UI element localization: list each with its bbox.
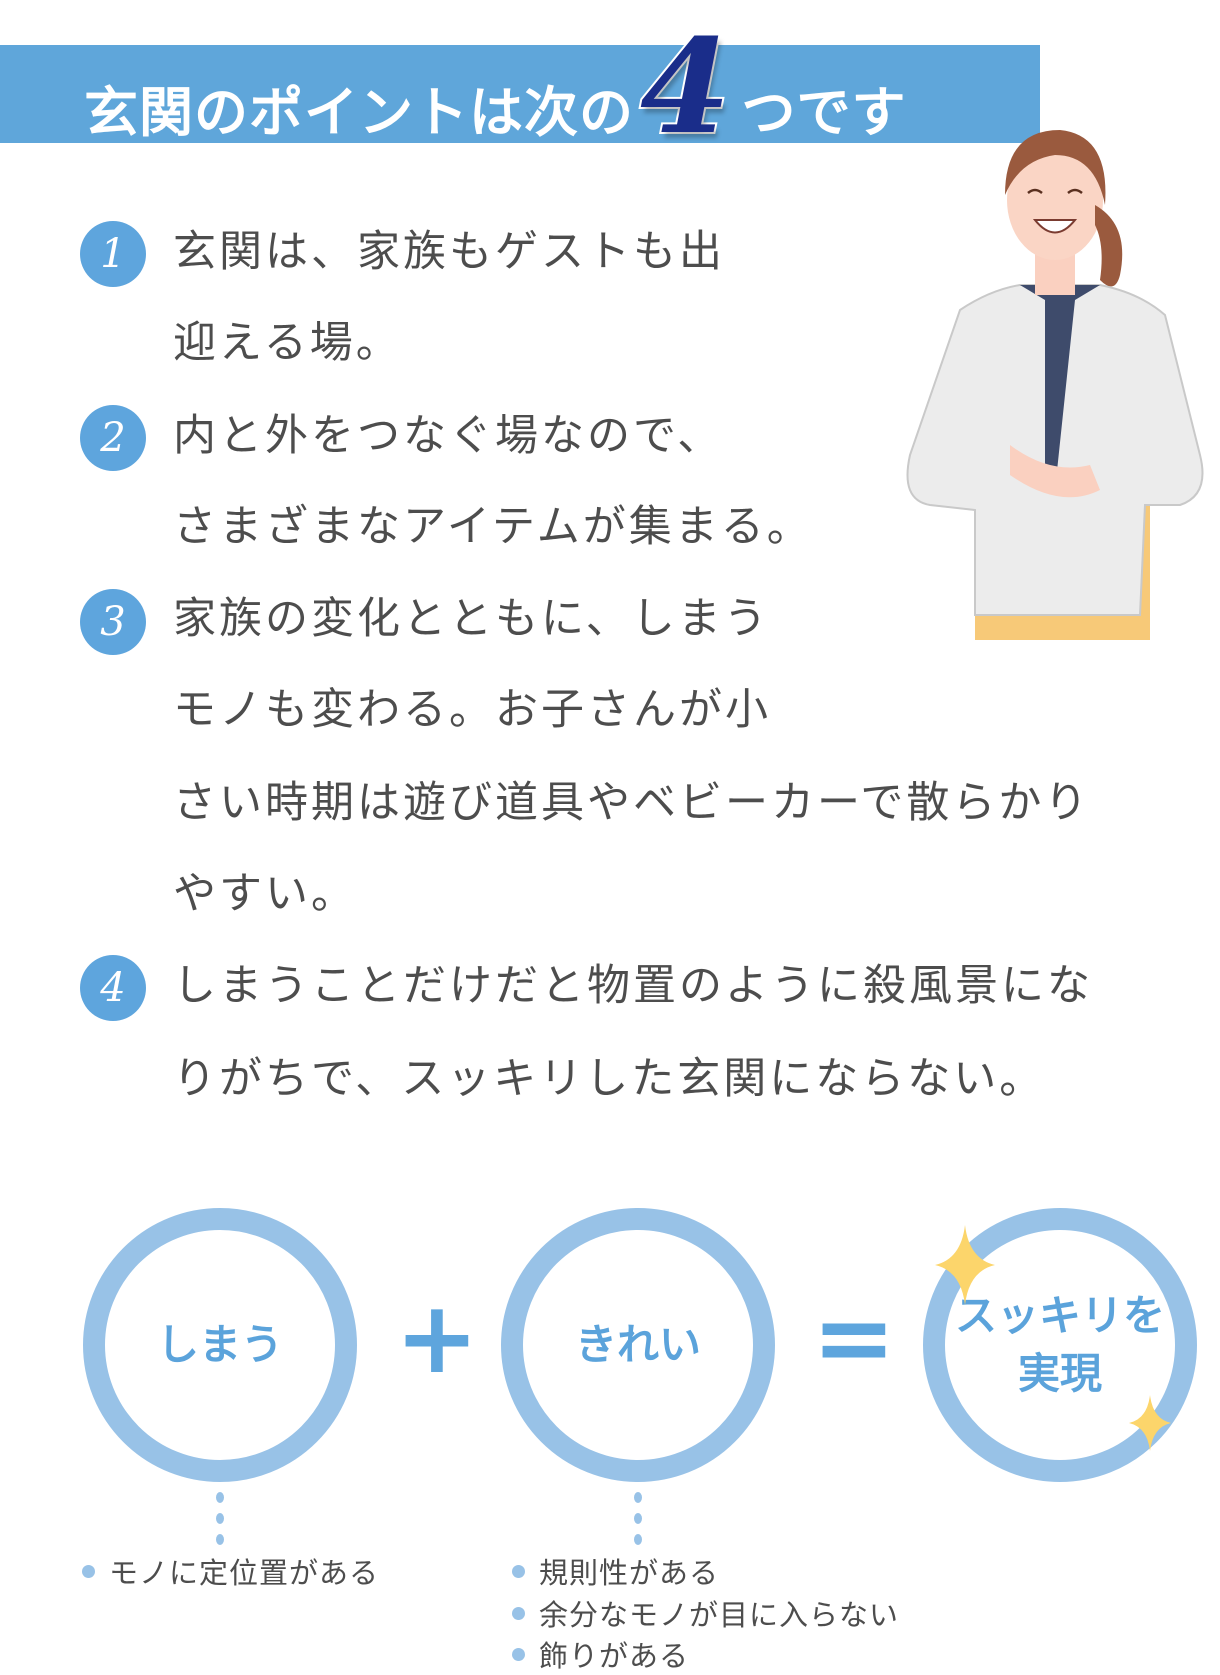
point-4-line: りがちで、スッキリした玄関にならない。 xyxy=(173,1054,1046,1104)
point-3-line: 家族の変化とともに、しまう xyxy=(173,594,770,644)
point-2-line: さまざまなアイテムが集まる。 xyxy=(173,502,813,552)
connector-dots xyxy=(634,1492,642,1555)
connector-dots xyxy=(216,1492,224,1555)
point-2-line: 内と外をつなぐ場なので、 xyxy=(173,411,724,461)
title-banner xyxy=(0,45,1040,143)
circle-label: きれい xyxy=(574,1320,701,1369)
point-3-line: モノも変わる。お子さんが小 xyxy=(173,685,771,735)
title-text: 玄関のポイントは次の xyxy=(84,80,634,144)
note-item: モノに定位置がある xyxy=(82,1550,379,1592)
note-item: 飾りがある xyxy=(512,1633,689,1675)
note-item: 規則性がある xyxy=(512,1550,719,1592)
point-number-1: 1 xyxy=(80,221,146,287)
note-item: 余分なモノが目に入らない xyxy=(512,1592,899,1634)
equals-sign: = xyxy=(812,1279,896,1396)
result-line-2: 実現 xyxy=(1017,1349,1102,1398)
title-number: 4 xyxy=(638,10,732,163)
plus-sign: + xyxy=(395,1279,479,1396)
result-line-1: スッキリを xyxy=(954,1291,1165,1340)
circle-shimau: しまう xyxy=(83,1208,357,1482)
point-4-line: しまうことだけだと物置のように殺風景にな xyxy=(173,961,1093,1011)
point-3-line: さい時期は遊び道具やベビーカーで散らかり xyxy=(173,778,1091,828)
point-3-line: やすい。 xyxy=(173,869,357,919)
woman-illustration xyxy=(906,130,1204,640)
circle-kirei: きれい xyxy=(501,1208,775,1482)
sparkle-icon xyxy=(1129,1395,1171,1451)
page-title: 玄関のポイントは次の 4 つです xyxy=(84,20,907,154)
point-number-3: 3 xyxy=(80,589,146,655)
point-number-2: 2 xyxy=(80,405,146,471)
point-1-line: 迎える場。 xyxy=(173,318,402,368)
title-text-end: つです xyxy=(741,80,907,144)
sparkle-icon xyxy=(935,1225,995,1305)
point-number-4: 4 xyxy=(80,955,146,1021)
point-1-line: 玄関は、家族もゲストも出 xyxy=(173,227,725,277)
circle-label: しまう xyxy=(156,1320,283,1369)
